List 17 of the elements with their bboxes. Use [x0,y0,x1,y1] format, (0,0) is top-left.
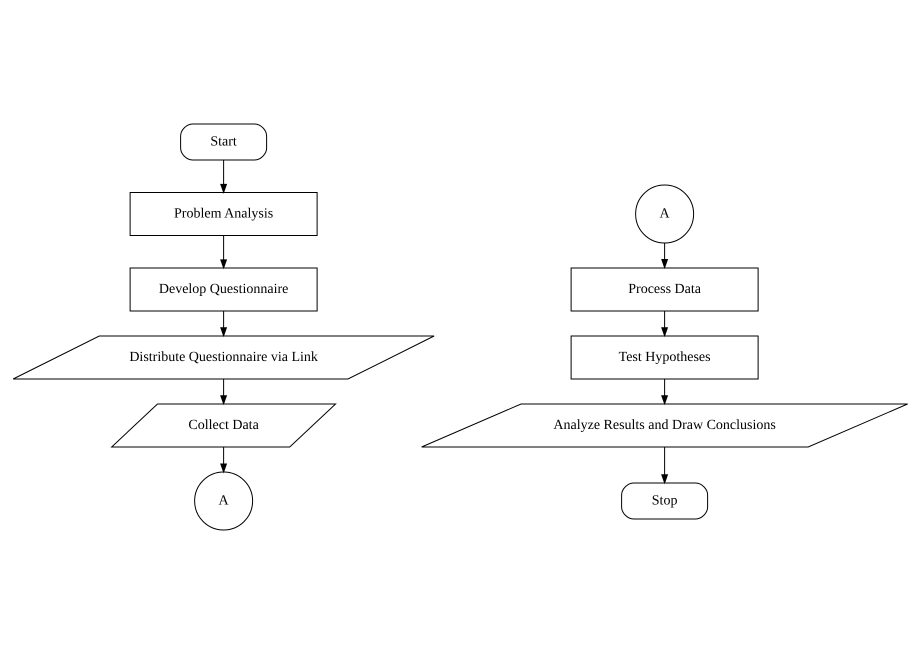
arrow [660,242,668,270]
arrow [220,235,227,270]
arrow [220,160,227,194]
node-box: Test Hypotheses [570,336,758,380]
node-circle: A [634,184,694,244]
arrow [220,310,227,338]
arrow [220,446,227,474]
node-circle: A [194,472,253,530]
arrow [660,310,668,338]
node-box: Stop [620,482,708,520]
node-box: Develop Questionnaire [129,268,318,312]
node-box: Problem Analysis [129,192,318,236]
node-box: Start [180,124,267,160]
arrow [220,378,227,406]
arrow [660,378,668,406]
node-box: Process Data [570,268,758,312]
arrow [660,446,668,484]
